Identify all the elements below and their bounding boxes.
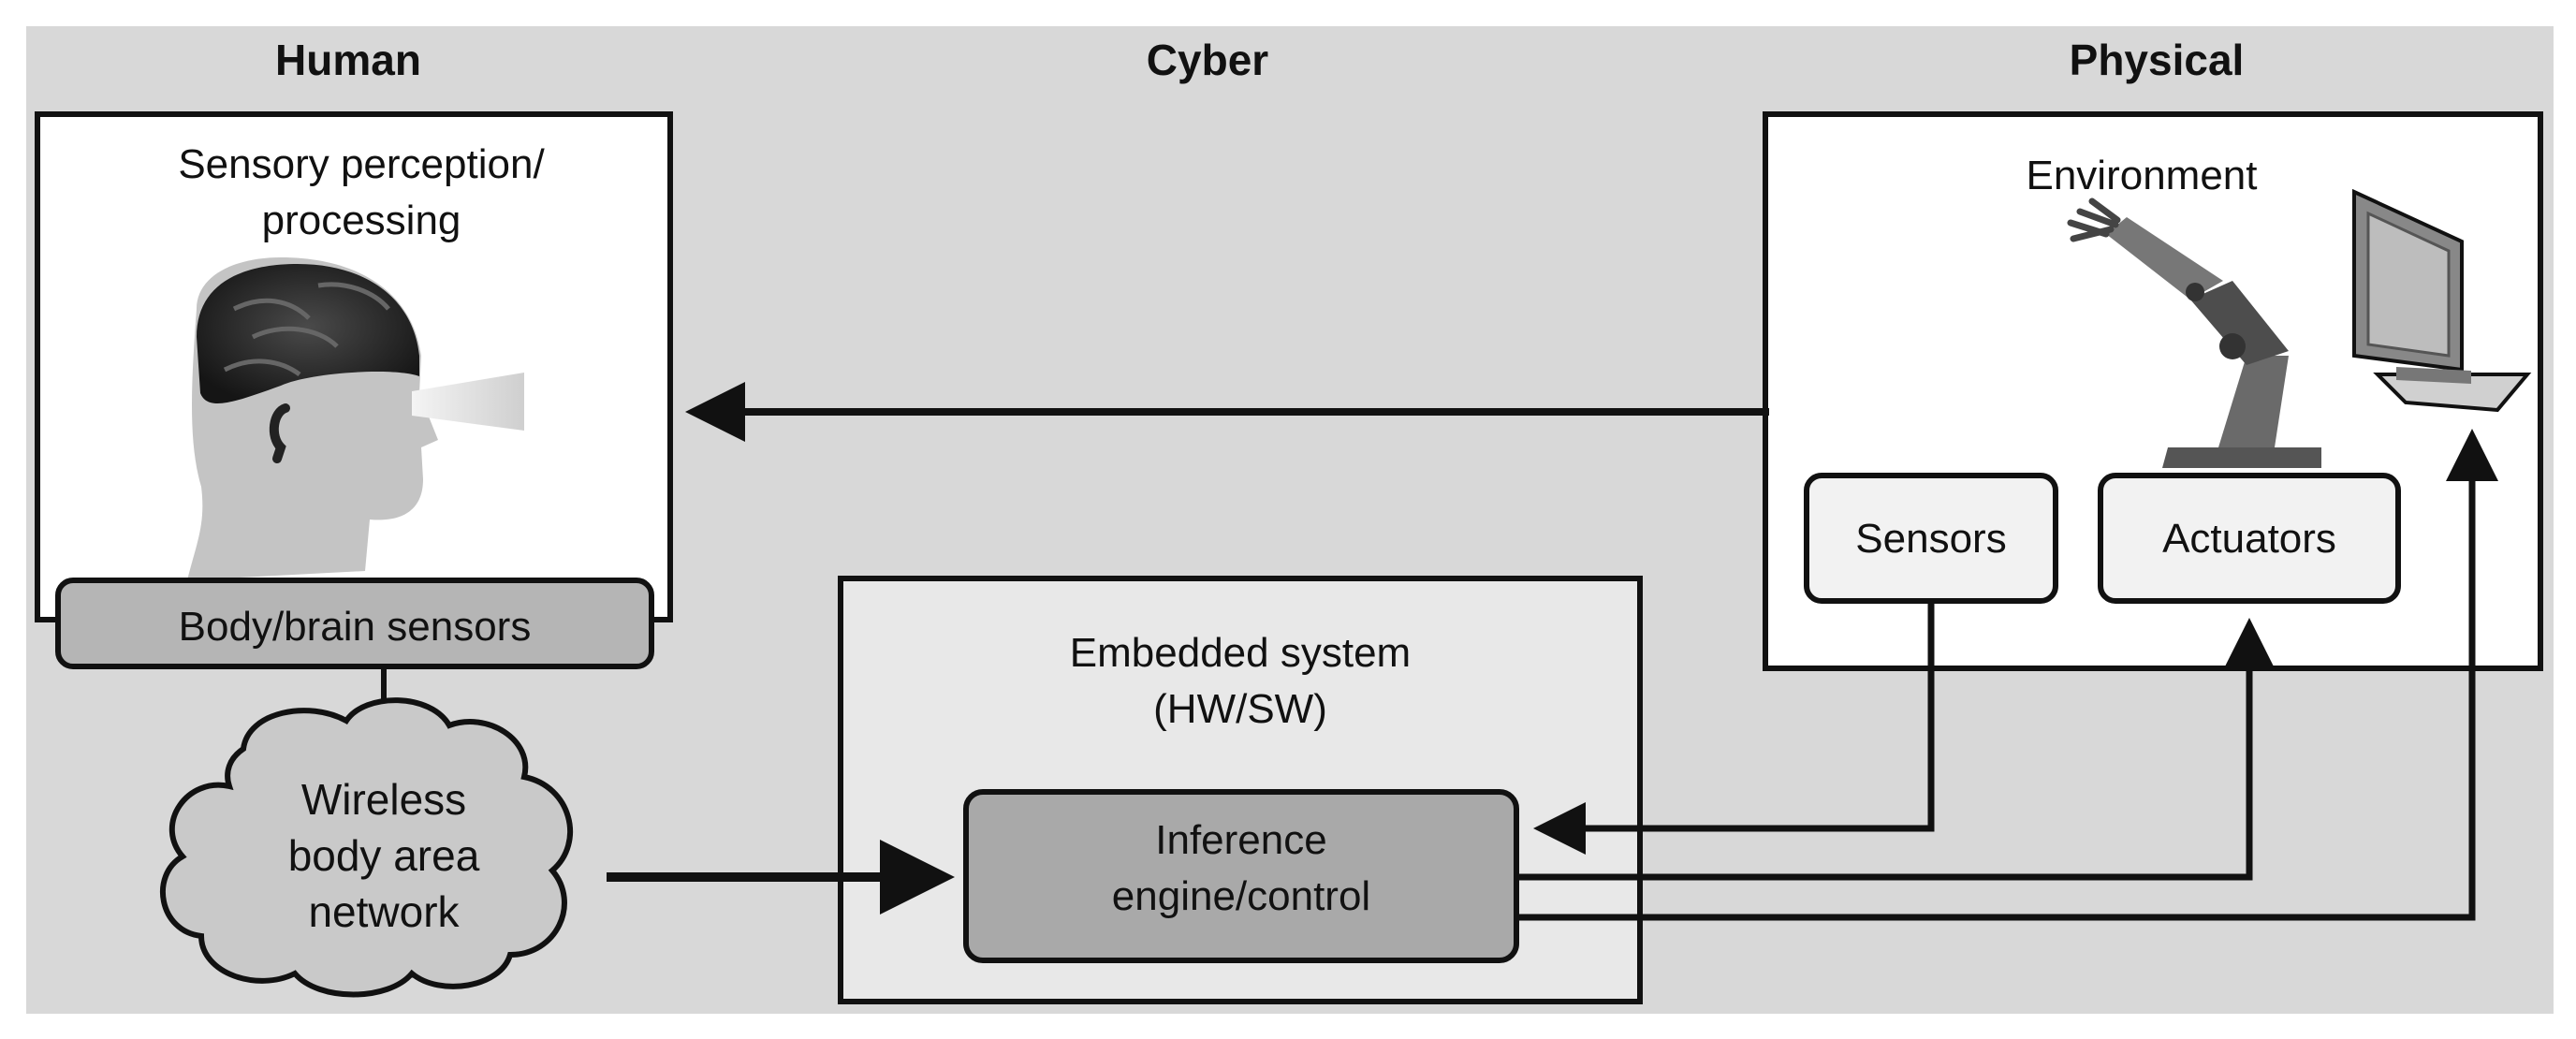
engine-label-line1: Inference — [1155, 817, 1326, 863]
monitor-icon — [2352, 188, 2532, 413]
body-brain-sensors-bar — [55, 578, 654, 669]
physical-actuators-box — [2098, 473, 2401, 604]
embedded-title-line2: (HW/SW) — [1153, 686, 1327, 732]
human-head-icon — [187, 257, 524, 580]
column-header-human: Human — [275, 36, 421, 84]
environment-label: Environment — [2026, 153, 2257, 198]
arrow-sensors-to-engine — [1533, 601, 1935, 855]
column-header-cyber: Cyber — [1147, 36, 1268, 84]
vision-beam — [412, 373, 524, 431]
body-brain-sensors-label: Body/brain sensors — [179, 604, 532, 650]
robot-arm-icon — [2067, 198, 2321, 468]
cloud-label-line2: body area — [288, 831, 480, 880]
physical-sensors-label: Sensors — [1855, 516, 2006, 562]
wireless-cloud-shape — [160, 697, 574, 998]
arrow-engine-to-actuators — [1516, 618, 2276, 881]
human-box-title-line1: Sensory perception/ — [178, 141, 545, 187]
cloud-label-line3: network — [308, 887, 460, 936]
column-header-physical: Physical — [2070, 36, 2245, 84]
embedded-title-line1: Embedded system — [1070, 630, 1411, 676]
engine-label-line2: engine/control — [1112, 873, 1370, 919]
human-box-title-line2: processing — [262, 198, 461, 243]
cloud-label-line1: Wireless — [301, 775, 466, 824]
physical-actuators-label: Actuators — [2162, 516, 2336, 562]
arrow-engine-to-monitor — [1516, 429, 2498, 921]
